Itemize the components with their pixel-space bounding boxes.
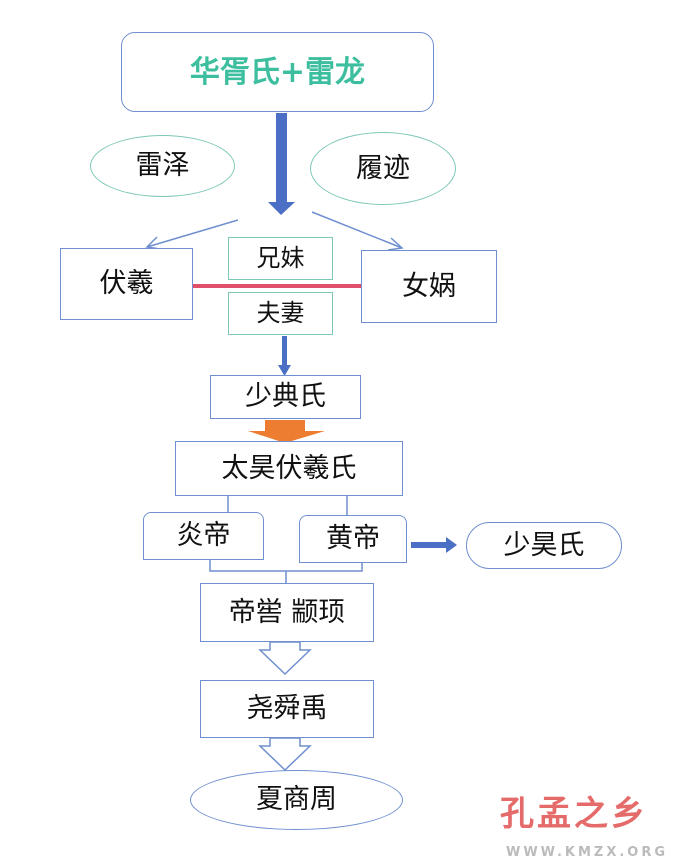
arrow-to-nuwa [311, 211, 404, 251]
node-label: 夏商周 [256, 784, 337, 816]
hollow-arrow-2 [258, 737, 312, 772]
node-xiongmei: 兄妹 [228, 237, 333, 280]
node-nuwa: 女娲 [361, 250, 497, 323]
node-label: 少典氏 [245, 381, 326, 413]
node-lvji: 履迹 [310, 132, 456, 205]
node-label: 伏羲 [99, 268, 154, 300]
node-xiashangzhou: 夏商周 [190, 770, 403, 830]
node-label: 兄妹 [256, 244, 305, 273]
arrow-to-shaohao [411, 537, 457, 553]
node-label: 黄帝 [326, 523, 380, 555]
node-label: 雷泽 [135, 150, 190, 182]
bracket-split [209, 496, 363, 584]
node-huangdi: 黄帝 [299, 515, 407, 563]
node-diku-zhuanxu: 帝喾 颛顼 [200, 583, 374, 642]
node-yaoshunyu: 尧舜禹 [200, 680, 374, 738]
title-node: 华胥氏+雷龙 [121, 32, 434, 112]
arrow-to-fuxi [145, 219, 239, 250]
title-text: 华胥氏+雷龙 [189, 54, 366, 90]
watermark-url: WWW.KMZX.ORG [506, 845, 669, 860]
arrow-top-down [268, 113, 295, 215]
node-yandi: 炎帝 [143, 512, 264, 560]
hollow-arrow-1 [258, 641, 312, 676]
node-taihao: 太昊伏羲氏 [175, 441, 403, 496]
watermark-logo: 孔孟之乡 [500, 794, 648, 834]
node-label: 炎帝 [176, 520, 231, 552]
node-leize: 雷泽 [90, 135, 235, 197]
arrow-orange [248, 420, 325, 443]
node-label: 履迹 [356, 152, 410, 184]
node-label: 太昊伏羲氏 [221, 452, 357, 484]
node-shaohao: 少昊氏 [466, 522, 622, 569]
node-label: 少昊氏 [503, 529, 585, 561]
node-label: 尧舜禹 [246, 693, 328, 725]
node-label: 帝喾 颛顼 [228, 596, 346, 628]
arrow-to-shaodian [278, 336, 291, 376]
node-label: 夫妻 [256, 299, 305, 328]
node-fuxi: 伏羲 [60, 248, 193, 320]
node-shaodian: 少典氏 [210, 375, 361, 419]
node-label: 女娲 [402, 270, 456, 302]
node-fuqi: 夫妻 [228, 292, 333, 335]
